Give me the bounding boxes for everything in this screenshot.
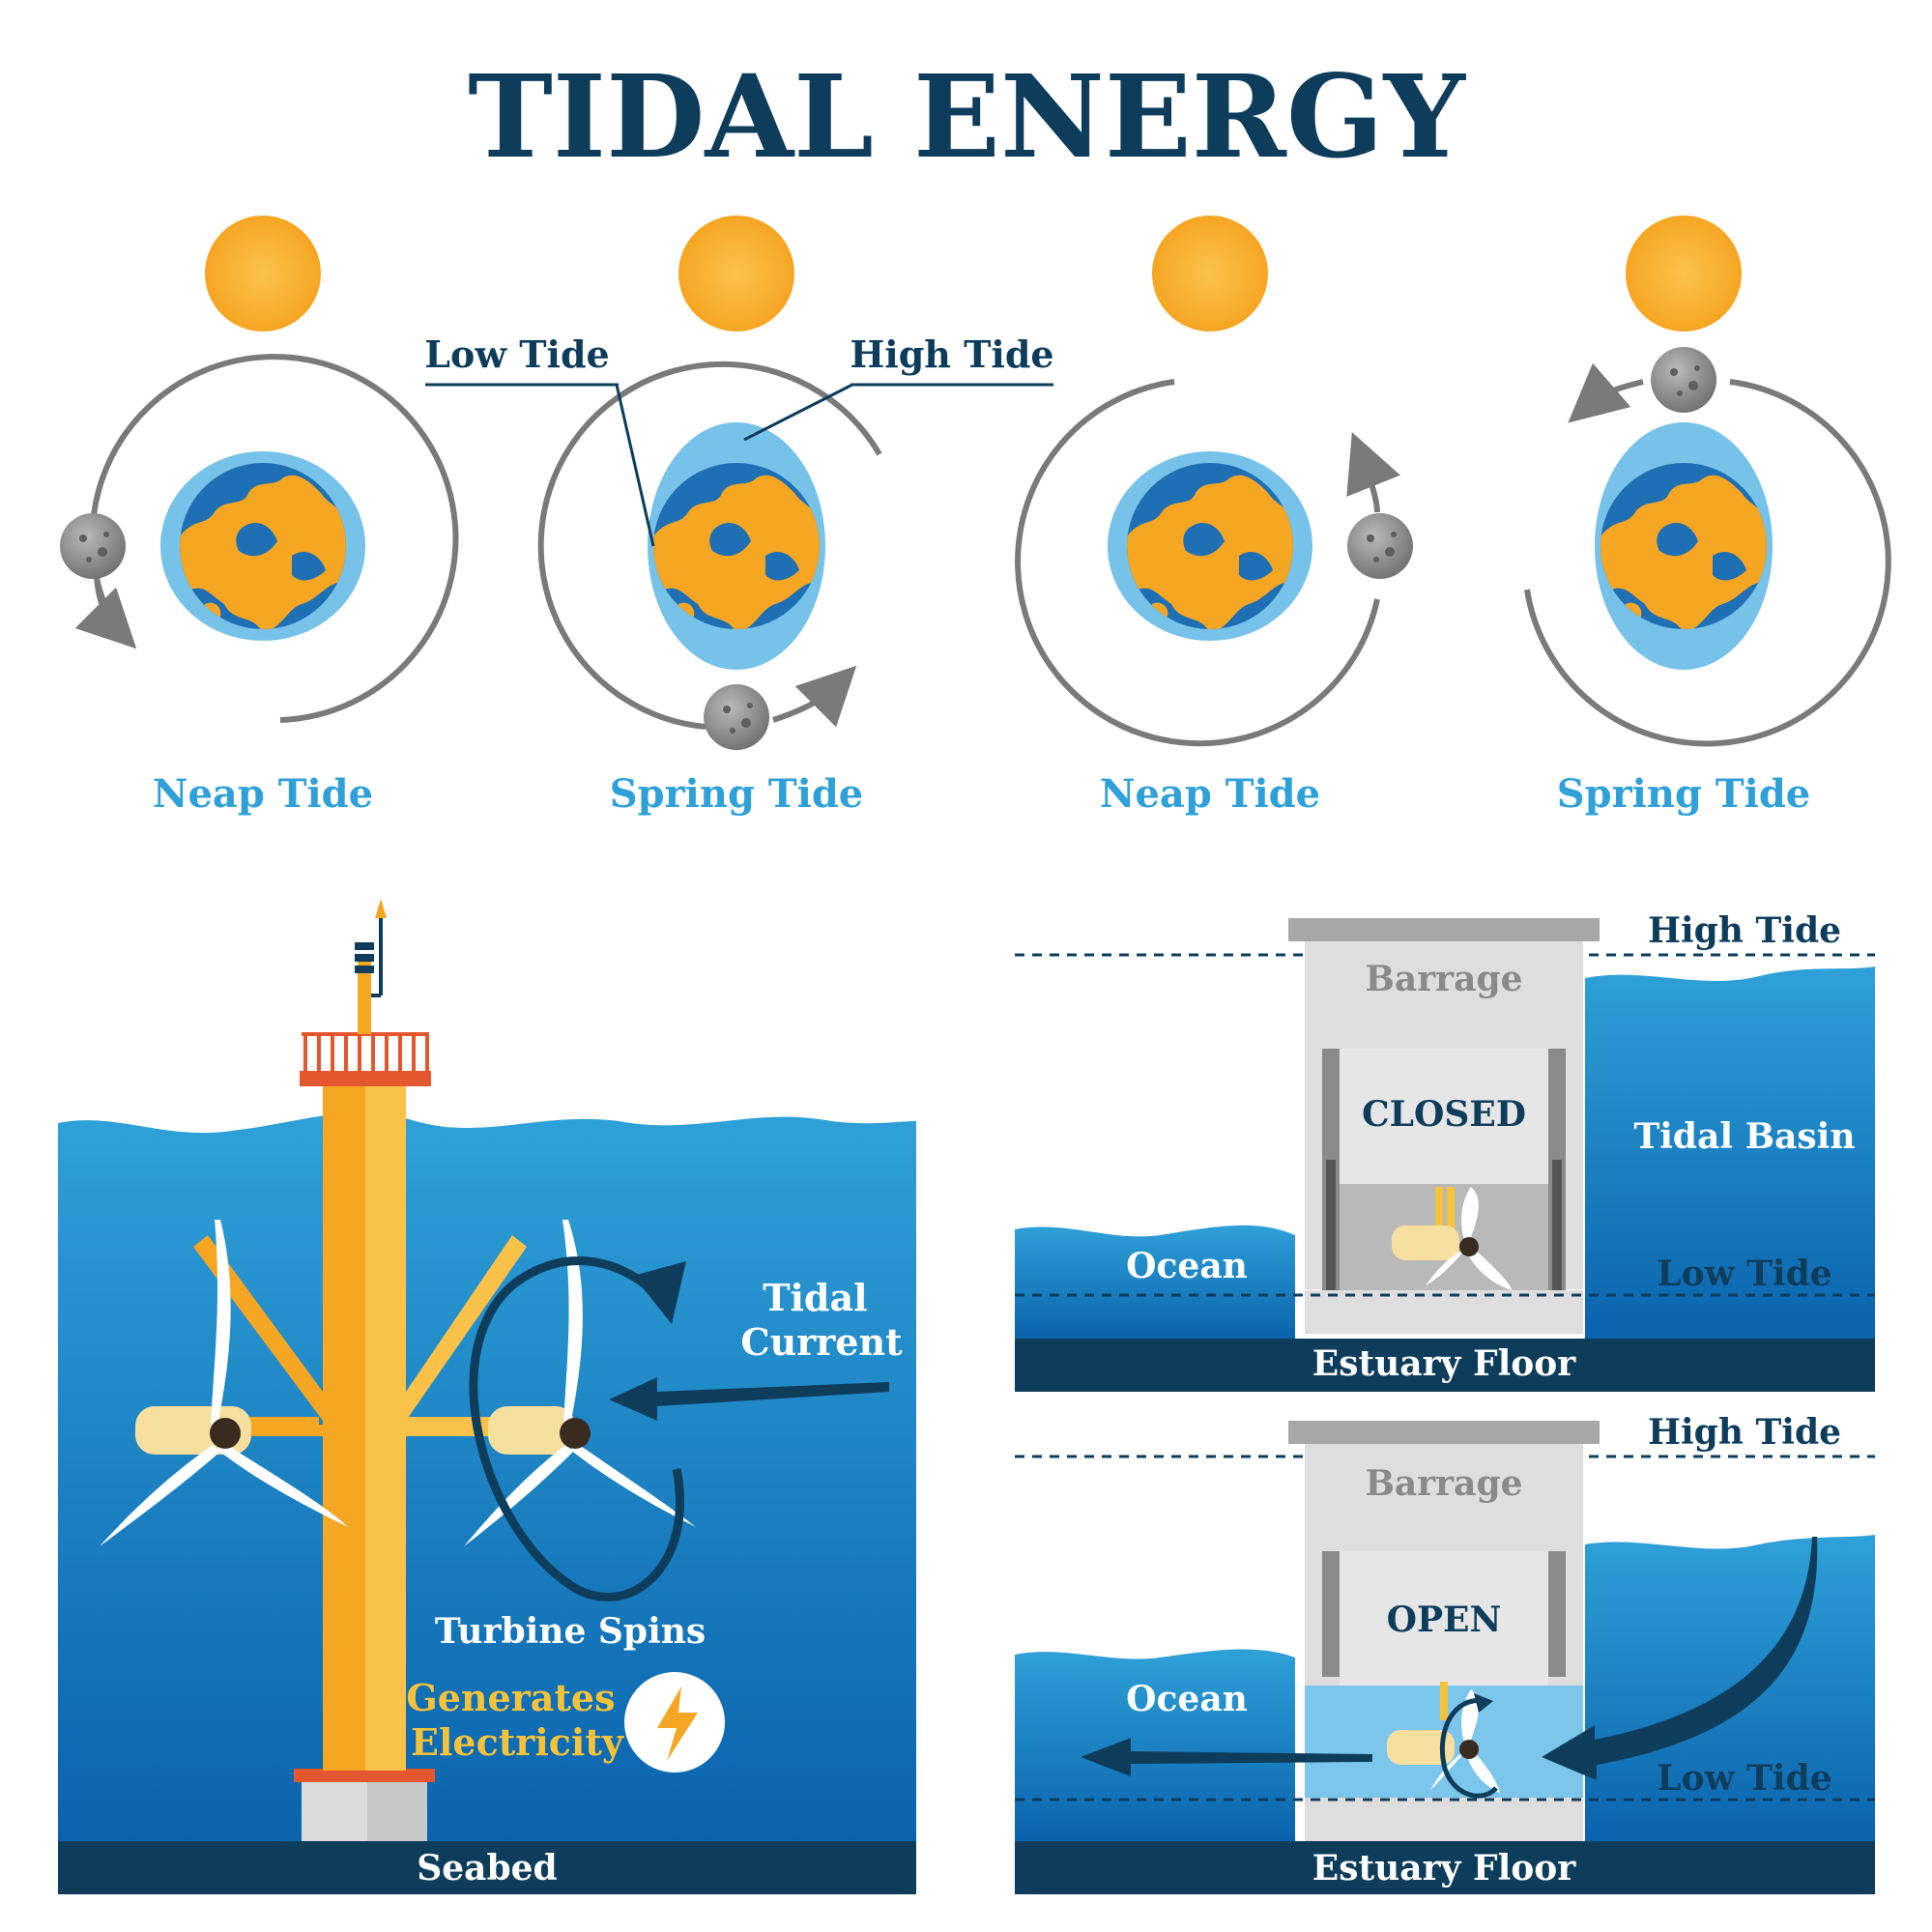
page-title: TIDAL ENERGY — [468, 49, 1467, 184]
ocean-water — [1015, 1225, 1295, 1339]
tide-panel-3: Neap Tide — [1015, 216, 1413, 817]
phase-label: Spring Tide — [610, 771, 863, 817]
generates-electricity-label: Generates Electricity — [406, 1676, 627, 1764]
moon-icon — [60, 513, 126, 579]
ocean-label: Ocean — [1126, 1679, 1248, 1719]
low-tide-label: Low Tide — [424, 332, 609, 376]
turbine-spins-label: Turbine Spins — [435, 1611, 706, 1652]
ocean-label: Ocean — [1126, 1246, 1248, 1286]
outflow-arrow — [1081, 1738, 1372, 1776]
orbit-arrow — [772, 665, 857, 728]
gate-state-label: CLOSED — [1362, 1094, 1526, 1135]
orbit-arrow — [1568, 362, 1644, 423]
basin-flow-arrow — [1542, 1537, 1818, 1780]
tidal-basin-water — [1585, 966, 1875, 1339]
gate-open — [1340, 1551, 1548, 1687]
seabed — [58, 1841, 916, 1894]
tide-panel-1: Neap Tide — [60, 216, 459, 817]
moon-icon — [1651, 347, 1716, 413]
tidal-turbine-panel: Seabed — [58, 899, 916, 1894]
estuary-floor-label: Estuary Floor — [1312, 1848, 1577, 1889]
phase-label: Spring Tide — [1557, 771, 1810, 817]
turbine-left — [100, 1220, 348, 1546]
high-tide-label: High Tide — [850, 332, 1053, 376]
turbine-right — [406, 1220, 696, 1546]
mast — [358, 957, 371, 1034]
gate-state-label: OPEN — [1387, 1600, 1502, 1640]
railing — [302, 1032, 429, 1071]
low-tide-label: Low Tide — [1657, 1758, 1831, 1799]
moon-orbit — [1524, 379, 1891, 747]
high-tide-label: High Tide — [1648, 910, 1841, 951]
barrage-cap — [1288, 918, 1600, 941]
low-tide-label: Low Tide — [1657, 1254, 1831, 1294]
barrage-open-panel: High Tide Barrage OPEN Ocean Low Tide Es… — [1015, 1412, 1875, 1894]
sun-icon — [678, 216, 794, 332]
barrage-closed-panel: High Tide Barrage CLOSED Tidal Basin Oce — [1015, 910, 1875, 1392]
barrage-turbine — [1387, 1682, 1500, 1799]
moon-icon — [704, 684, 769, 750]
low-tide-pointer — [615, 384, 655, 547]
sun-icon — [1152, 216, 1268, 332]
sun-icon — [1626, 216, 1742, 332]
estuary-floor — [1015, 1339, 1875, 1392]
tower-foot — [294, 1769, 435, 1782]
tide-panel-2: Spring Tide Low Tide High Tide — [424, 216, 1054, 817]
barrage-foundation — [1305, 1290, 1583, 1334]
sun-icon — [205, 216, 321, 332]
seabed-label: Seabed — [417, 1848, 557, 1889]
high-tide-label: High Tide — [1648, 1412, 1841, 1453]
orbit-arrow — [1346, 432, 1400, 513]
barrage-foundation — [1305, 1798, 1583, 1841]
moon-orbit — [89, 354, 459, 723]
gate-closed — [1340, 1049, 1548, 1184]
barrage-turbine — [1392, 1187, 1513, 1290]
tidal-basin-label: Tidal Basin — [1633, 1116, 1855, 1157]
high-tide-pointer — [743, 383, 853, 442]
tidal-current-label: Tidal Current — [740, 1276, 903, 1364]
rotation-arrow — [469, 1256, 684, 1601]
moon-orbit — [1015, 379, 1380, 747]
tidal-current-arrow — [609, 1377, 889, 1421]
moon-orbit — [537, 360, 882, 730]
barrage-label: Barrage — [1365, 1463, 1522, 1504]
estuary-floor-label: Estuary Floor — [1312, 1343, 1577, 1384]
phase-label: Neap Tide — [1100, 771, 1320, 817]
barrage-label: Barrage — [1365, 959, 1522, 999]
moon-icon — [1347, 513, 1413, 579]
barrage-cap — [1288, 1421, 1600, 1444]
platform — [300, 1071, 431, 1086]
estuary-floor — [1015, 1841, 1875, 1894]
phase-label: Neap Tide — [153, 771, 373, 817]
ocean-water — [1015, 1649, 1295, 1841]
tide-panel-4: Spring Tide — [1524, 216, 1891, 817]
